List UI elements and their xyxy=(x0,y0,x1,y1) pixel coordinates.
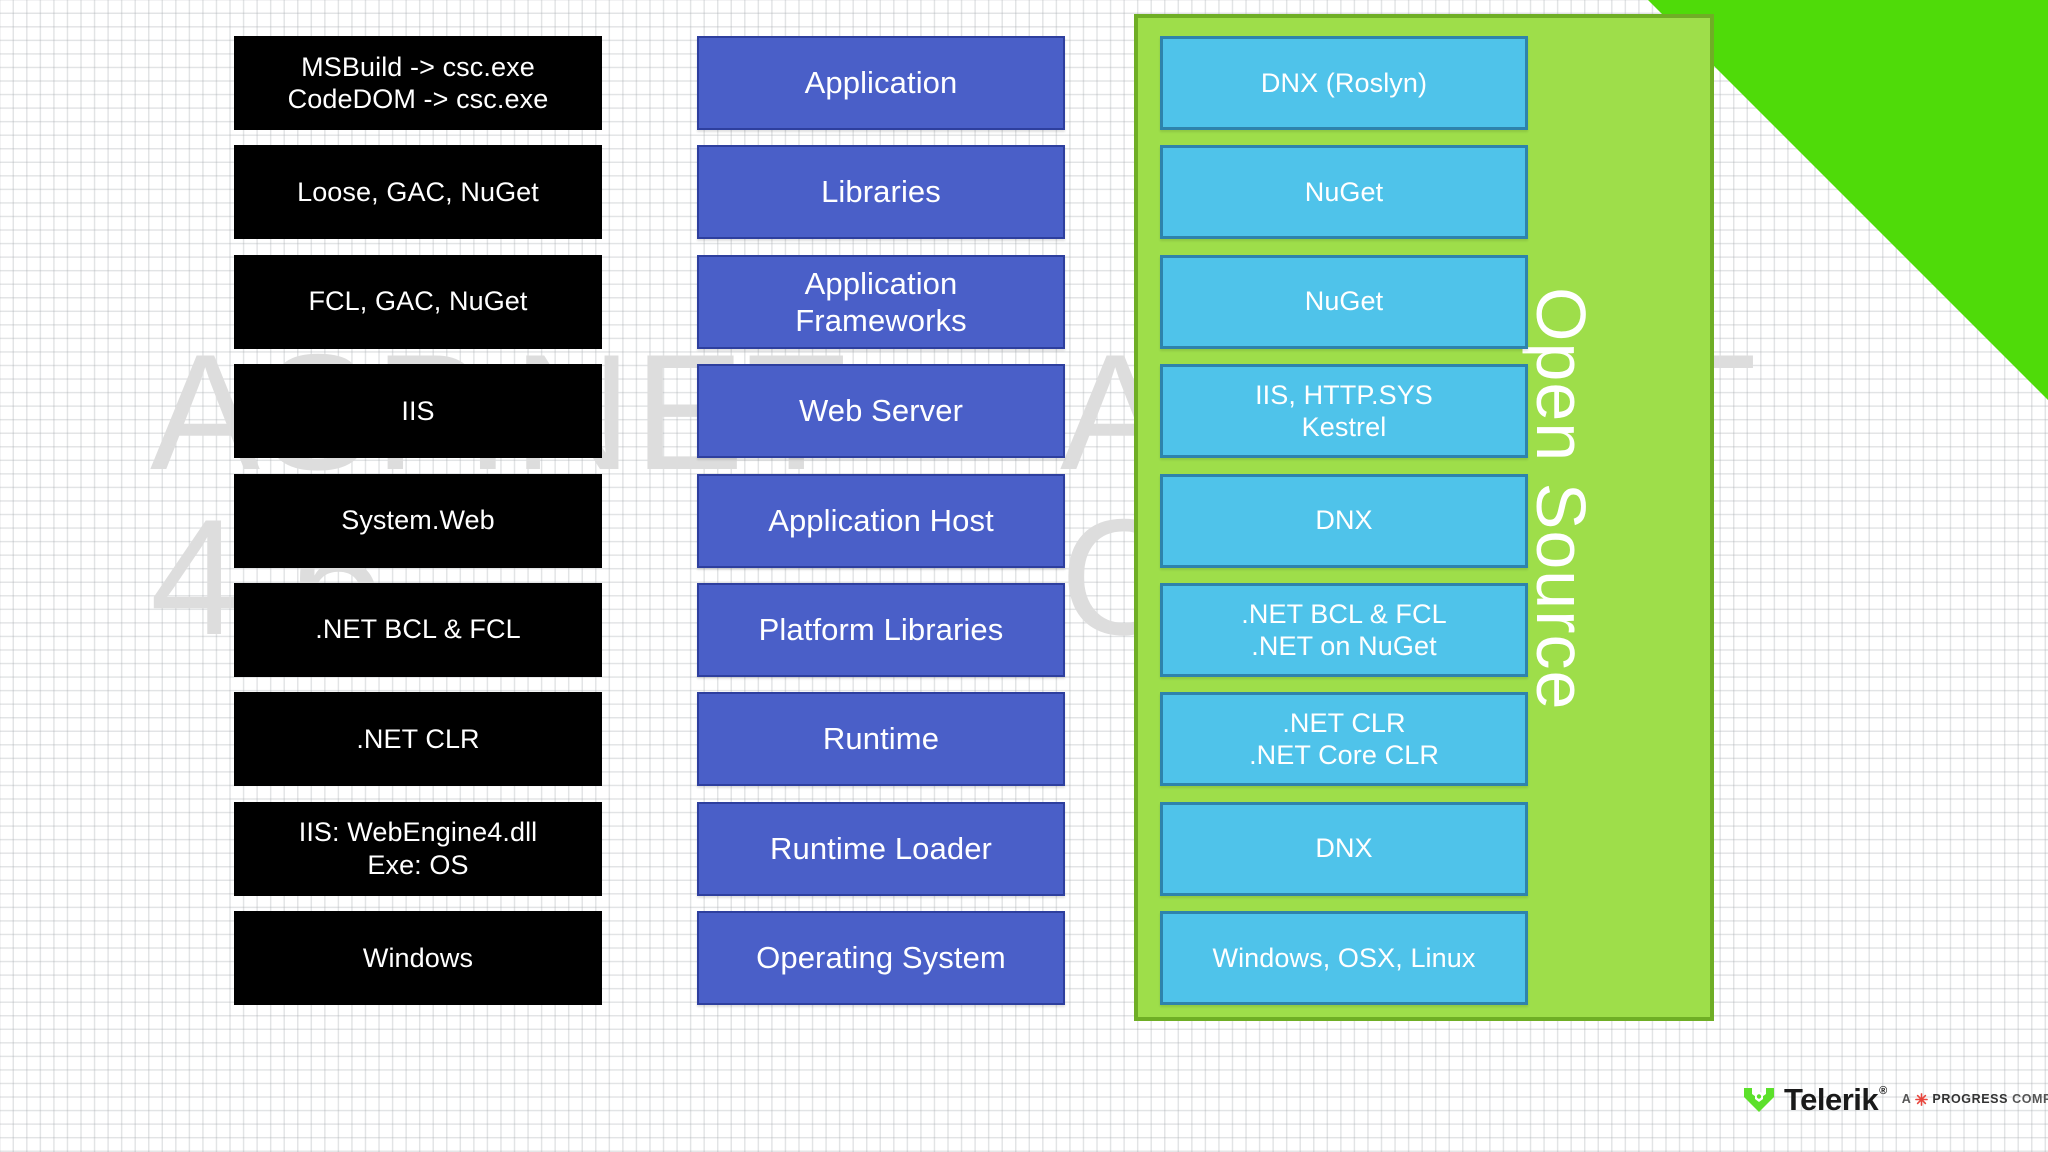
arch-row-3-line1: Web Server xyxy=(798,393,964,429)
impl-row-7[interactable]: IIS: WebEngine4.dll Exe: OS xyxy=(234,801,602,896)
progress-tagline: A PROGRESS COMPANY xyxy=(1902,1093,2048,1106)
impl-row-8-line1: Windows xyxy=(362,942,474,973)
telerik-wordmark: Telerik ® xyxy=(1784,1084,1887,1115)
impl-row-7-line2: Exe: OS xyxy=(367,849,469,880)
open-source-label: Open Source xyxy=(1522,287,1600,711)
arch-row-7-line1: Runtime Loader xyxy=(770,830,992,866)
arch-row-4-line1: Application Host xyxy=(768,502,994,538)
core-row-5[interactable]: .NET BCL & FCL .NET on NuGet xyxy=(1160,582,1528,677)
arch-row-2-line2: Frameworks xyxy=(795,302,967,338)
core-row-1-line1: NuGet xyxy=(1304,176,1384,207)
core-row-2[interactable]: NuGet xyxy=(1160,254,1528,349)
telerik-word-text: Telerik xyxy=(1784,1082,1879,1117)
impl-row-5-line1: .NET BCL & FCL xyxy=(315,614,521,645)
implementation-column: MSBuild -> csc.exe CodeDOM -> csc.exe Lo… xyxy=(234,36,602,1021)
tagline-progress: PROGRESS xyxy=(1932,1092,2009,1107)
arch-row-0[interactable]: Application xyxy=(697,36,1065,130)
arch-row-1-line1: Libraries xyxy=(821,174,941,210)
core-row-2-line1: NuGet xyxy=(1304,286,1384,317)
core-row-1[interactable]: NuGet xyxy=(1160,145,1528,240)
telerik-registered-mark: ® xyxy=(1879,1085,1887,1097)
arch-row-7[interactable]: Runtime Loader xyxy=(697,801,1065,896)
impl-row-0[interactable]: MSBuild -> csc.exe CodeDOM -> csc.exe xyxy=(234,36,602,130)
core-column: DNX (Roslyn) NuGet NuGet IIS, HTTP.SYS K… xyxy=(1160,36,1528,1021)
arch-row-6-line1: Runtime xyxy=(822,721,940,757)
impl-row-2[interactable]: FCL, GAC, NuGet xyxy=(234,254,602,349)
impl-row-5[interactable]: .NET BCL & FCL xyxy=(234,582,602,677)
impl-row-3[interactable]: IIS xyxy=(234,364,602,459)
arch-row-6[interactable]: Runtime xyxy=(697,692,1065,787)
impl-row-1-line1: Loose, GAC, NuGet xyxy=(297,176,539,207)
core-row-3-line2: Kestrel xyxy=(1301,412,1387,443)
impl-row-3-line1: IIS xyxy=(401,395,435,426)
core-row-5-line2: .NET on NuGet xyxy=(1251,630,1437,661)
core-row-4[interactable]: DNX xyxy=(1160,473,1528,568)
core-row-7-line1: DNX xyxy=(1315,833,1373,864)
impl-row-4-line1: System.Web xyxy=(341,505,495,536)
core-row-8[interactable]: Windows, OSX, Linux xyxy=(1160,911,1528,1006)
arch-row-2[interactable]: Application Frameworks xyxy=(697,254,1065,349)
architecture-column: Application Libraries Application Framew… xyxy=(697,36,1065,1021)
arch-row-8[interactable]: Operating System xyxy=(697,911,1065,1006)
core-row-6-line1: .NET CLR xyxy=(1282,707,1406,738)
core-row-6[interactable]: .NET CLR .NET Core CLR xyxy=(1160,692,1528,787)
arch-row-2-line1: Application xyxy=(804,265,958,301)
core-row-0-line1: DNX (Roslyn) xyxy=(1260,67,1428,98)
arch-row-8-line1: Operating System xyxy=(756,940,1006,976)
impl-row-7-line1: IIS: WebEngine4.dll xyxy=(298,817,538,848)
impl-row-0-line2: CodeDOM -> csc.exe xyxy=(287,84,549,114)
telerik-logo: Telerik ® A PROGRESS COMPANY xyxy=(1742,1084,2048,1115)
core-row-4-line1: DNX xyxy=(1315,505,1373,536)
impl-row-4[interactable]: System.Web xyxy=(234,473,602,568)
impl-row-2-line1: FCL, GAC, NuGet xyxy=(308,286,528,317)
progress-star-icon xyxy=(1915,1093,1929,1106)
arch-row-1[interactable]: Libraries xyxy=(697,145,1065,240)
core-row-8-line1: Windows, OSX, Linux xyxy=(1212,942,1476,973)
arch-row-0-line1: Application xyxy=(804,65,958,101)
arch-row-5-line1: Platform Libraries xyxy=(758,612,1004,648)
impl-row-6[interactable]: .NET CLR xyxy=(234,692,602,787)
impl-row-0-line1: MSBuild -> csc.exe xyxy=(301,51,535,82)
core-row-3-line1: IIS, HTTP.SYS xyxy=(1255,379,1433,410)
impl-row-8[interactable]: Windows xyxy=(234,911,602,1006)
core-row-7[interactable]: DNX xyxy=(1160,801,1528,896)
tagline-a: A xyxy=(1901,1092,1912,1107)
tagline-company: COMPANY xyxy=(2012,1092,2048,1107)
impl-row-6-line1: .NET CLR xyxy=(356,723,480,754)
core-row-3[interactable]: IIS, HTTP.SYS Kestrel xyxy=(1160,364,1528,459)
arch-row-4[interactable]: Application Host xyxy=(697,473,1065,568)
core-row-6-line2: .NET Core CLR xyxy=(1249,740,1439,771)
arch-row-3[interactable]: Web Server xyxy=(697,364,1065,459)
telerik-mark-icon xyxy=(1744,1087,1774,1112)
impl-row-1[interactable]: Loose, GAC, NuGet xyxy=(234,145,602,240)
core-row-0[interactable]: DNX (Roslyn) xyxy=(1160,36,1528,130)
core-row-5-line1: .NET BCL & FCL xyxy=(1241,598,1447,629)
arch-row-5[interactable]: Platform Libraries xyxy=(697,582,1065,677)
